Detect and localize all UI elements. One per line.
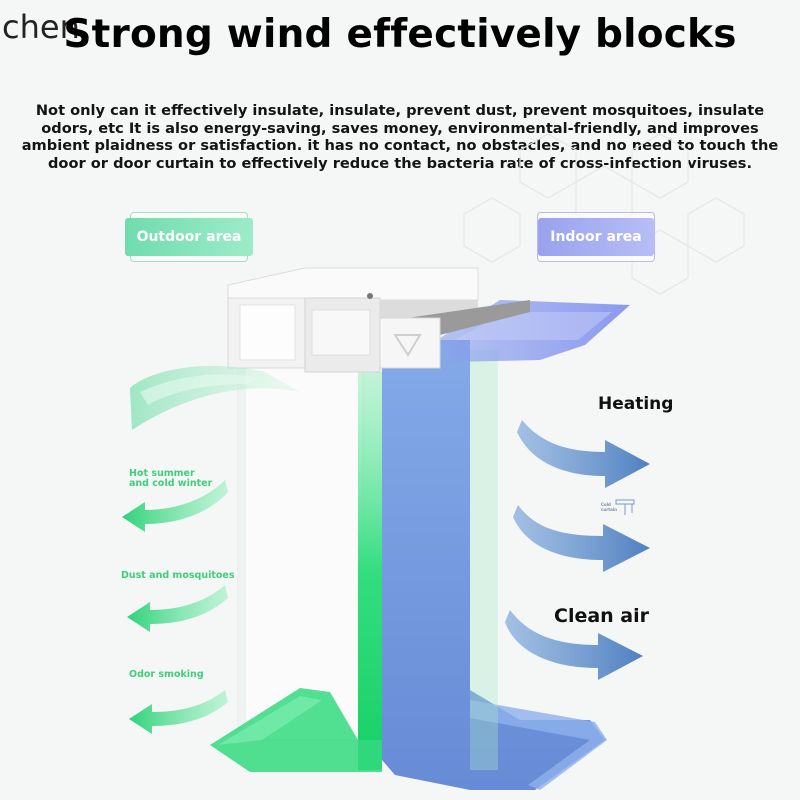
label-cold-curtain: Cold curtain — [601, 502, 618, 512]
green-arrow-icon — [122, 480, 228, 532]
blue-air-base-edge — [470, 700, 607, 790]
air-curtain-small-icon — [615, 499, 635, 515]
green-air-base — [210, 688, 382, 772]
green-arrow-icon — [129, 690, 228, 734]
watermark-text: chen — [2, 8, 80, 46]
label-dust-mosquitoes: Dust and mosquitoes — [121, 570, 235, 581]
glass-panel — [237, 319, 364, 741]
green-air-intake-highlight — [140, 374, 262, 405]
blue-arrow-icon — [517, 420, 650, 488]
indoor-area-label: Indoor area — [538, 218, 654, 256]
green-arrow-icon — [127, 585, 228, 632]
air-curtain-device — [227, 267, 530, 373]
indoor-glass-edge — [470, 350, 498, 770]
blue-arrow-icon — [505, 610, 643, 680]
blue-air-curtain — [382, 340, 605, 790]
label-hot-summer: Hot summer and cold winter — [129, 468, 213, 489]
blue-arrow-icon — [513, 505, 650, 572]
green-air-base-highlight — [218, 696, 322, 745]
label-heating: Heating — [598, 394, 674, 414]
page-headline: Strong wind effectively blocks — [63, 12, 737, 57]
green-air-curtain — [358, 372, 382, 770]
indoor-area-badge: Indoor area — [537, 212, 655, 262]
glass-panel-edge — [238, 320, 246, 740]
outdoor-area-badge: Outdoor area — [124, 212, 254, 262]
outdoor-area-label: Outdoor area — [124, 218, 254, 256]
label-odor-smoking: Odor smoking — [129, 669, 204, 680]
label-clean-air: Clean air — [554, 605, 650, 627]
